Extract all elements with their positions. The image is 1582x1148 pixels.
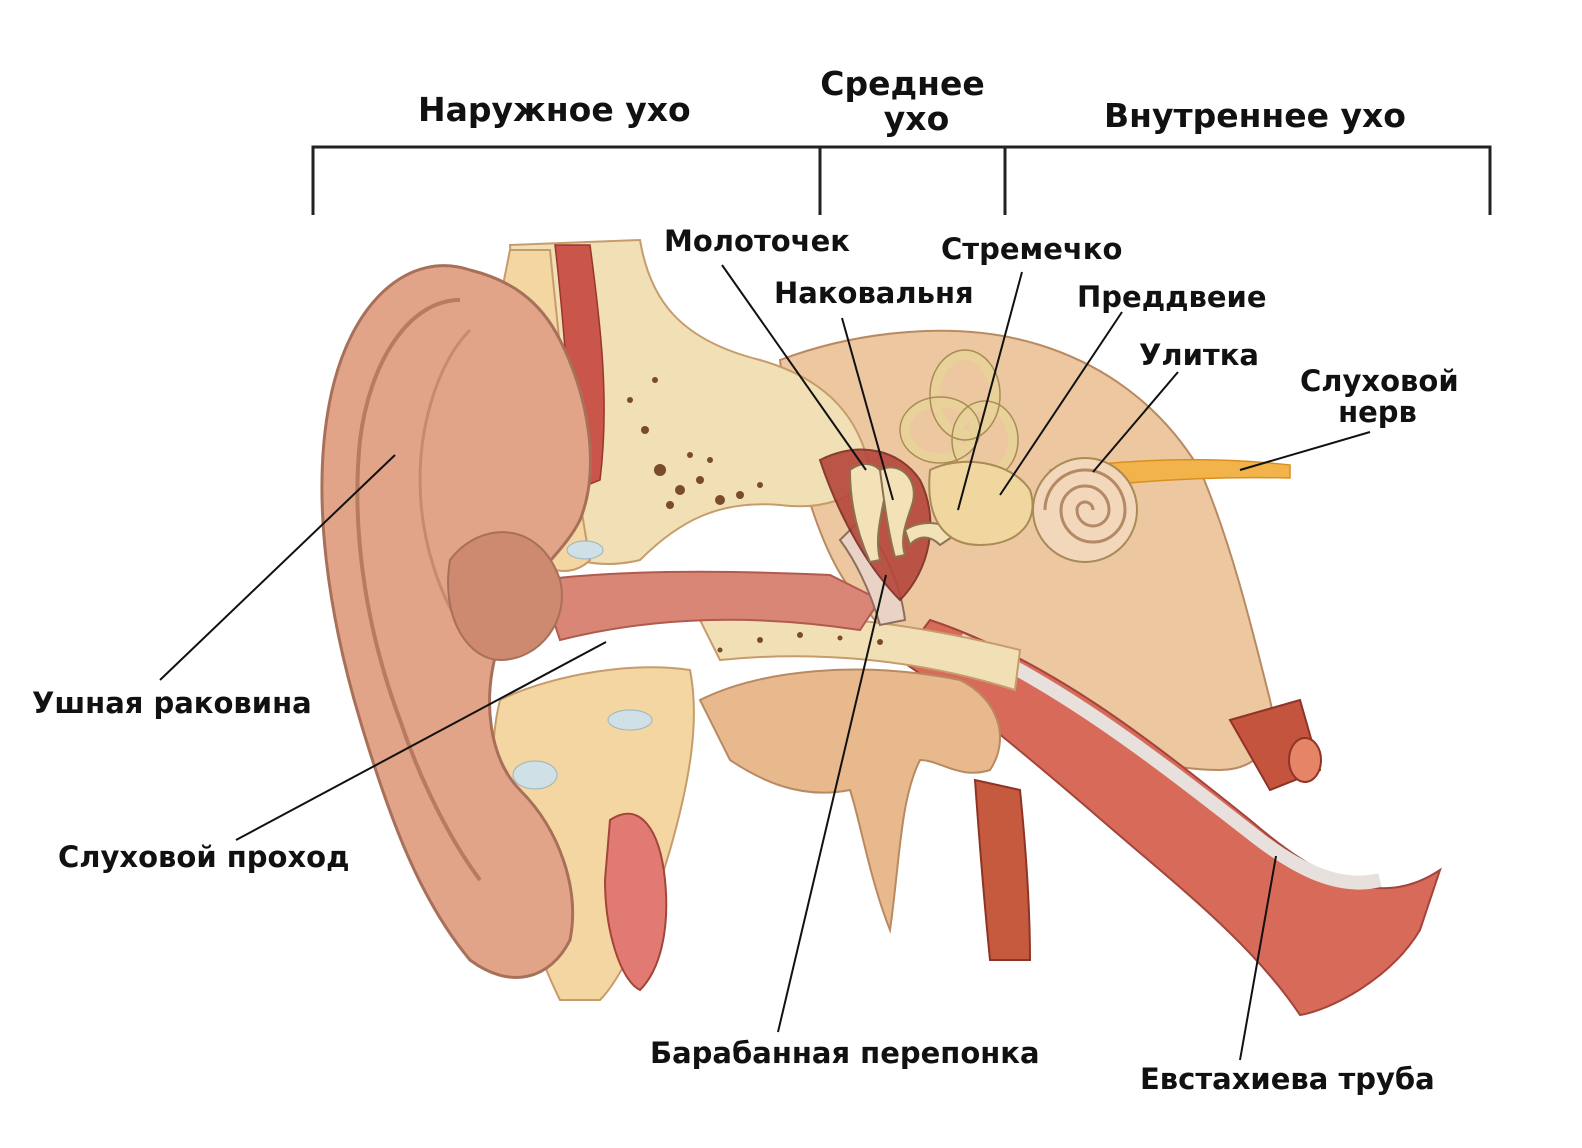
bone-air-cells: [627, 377, 763, 509]
leader-incus: [841, 317, 894, 501]
leader-canal: [235, 641, 607, 841]
middle-ear-title-line2: ухо: [883, 99, 950, 138]
leader-auricle: [159, 454, 396, 681]
concha: [447, 531, 563, 662]
leader-cochlea: [1092, 371, 1179, 473]
label-eustachian: Евстахиева труба: [1140, 1062, 1435, 1096]
vessel-right-opening: [1288, 737, 1322, 783]
floor-air-cells: [717, 632, 883, 653]
middle-ear-title-line1: Среднее: [820, 64, 985, 103]
label-nerve-line1: Слуховой: [1300, 364, 1459, 398]
leader-malleus: [721, 264, 867, 471]
inner-ear-bracket: [1005, 145, 1492, 215]
temporal-muscle: [554, 244, 605, 492]
leader-vestibule: [999, 311, 1123, 496]
pinna-helix-inner: [355, 298, 482, 882]
label-malleus: Молоточек: [664, 224, 850, 258]
malleus-bone: [848, 463, 887, 564]
label-vestibule: Преддвеие: [1077, 280, 1267, 314]
vestibule-shape: [928, 460, 1034, 547]
label-incus: Наковальня: [774, 276, 974, 310]
parotid-gland: [603, 812, 668, 992]
label-stapes: Стремечко: [941, 232, 1123, 266]
eustachian-tube-lining: [957, 633, 1382, 890]
label-auricle: Ушная раковина: [32, 686, 312, 720]
vessel-lower: [973, 778, 1032, 961]
inner-ear-title: Внутреннее ухо: [1104, 96, 1406, 135]
label-eardrum: Барабанная перепонка: [650, 1036, 1040, 1070]
label-canal: Слуховой проход: [58, 840, 350, 874]
section-brackets: [311, 145, 1492, 215]
eustachian-tube: [898, 618, 1442, 1017]
label-cochlea: Улитка: [1139, 338, 1259, 372]
pinna-antihelix: [418, 328, 472, 641]
auditory-canal: [538, 570, 882, 642]
incus-bone: [878, 466, 915, 559]
leader-stapes: [957, 271, 1023, 511]
leader-eardrum: [777, 574, 887, 1033]
outer-ear-title: Наружное ухо: [418, 90, 691, 129]
leader-lines: [159, 264, 1371, 1061]
leader-nerve: [1239, 431, 1371, 471]
leader-eustachian: [1239, 855, 1277, 1061]
cochlea-shape: [1032, 457, 1138, 563]
label-nerve-line2: нерв: [1338, 395, 1417, 429]
lower-bone-processes: [698, 668, 1001, 934]
middle-ear-bracket: [820, 145, 1007, 215]
outer-ear-bracket: [311, 145, 822, 215]
